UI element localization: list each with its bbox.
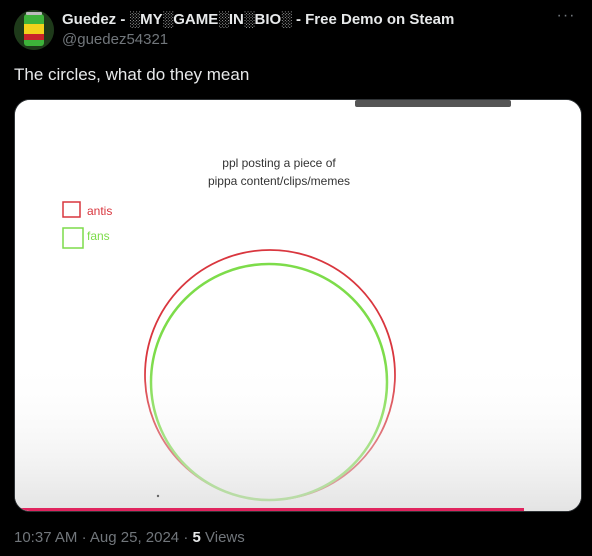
author-handle[interactable]: @guedez54321	[62, 31, 169, 48]
tweet-media-video[interactable]: ppl posting a piece of pippa content/cli…	[14, 99, 582, 512]
tweet-time[interactable]: 10:37 AM	[14, 529, 78, 546]
video-title-line2: pippa content/clips/memes	[208, 174, 350, 188]
tweet-meta: 10:37 AM · Aug 25, 2024 · 5 Views	[14, 528, 245, 548]
meta-separator: ·	[183, 529, 189, 546]
legend-antis: antis	[62, 201, 112, 218]
author-avatar[interactable]	[14, 10, 54, 50]
video-title-line1: ppl posting a piece of	[222, 156, 336, 170]
video-progress-bar[interactable]	[15, 508, 525, 511]
legend-antis-label: antis	[87, 204, 112, 218]
legend-fans: fans	[62, 227, 110, 249]
more-horizontal-icon[interactable]: ···	[556, 7, 576, 24]
legend-fans-swatch	[62, 227, 84, 249]
author-display-name[interactable]: Guedez - ░MY░GAME░IN░BIO░ - Free Demo on…	[62, 11, 455, 28]
tweet-text: The circles, what do they mean	[14, 65, 250, 84]
views-label: Views	[205, 529, 245, 546]
tweet-header: Guedez - ░MY░GAME░IN░BIO░ - Free Demo on…	[14, 8, 578, 52]
views-count: 5	[192, 529, 201, 546]
meta-separator: ·	[81, 529, 87, 546]
soda-can-avatar-icon	[14, 10, 54, 50]
video-bottom-gradient	[15, 360, 581, 511]
legend-fans-label: fans	[87, 229, 110, 243]
tweet-date[interactable]: Aug 25, 2024	[89, 529, 180, 546]
legend-antis-swatch	[62, 201, 81, 218]
video-top-bar	[355, 100, 511, 107]
